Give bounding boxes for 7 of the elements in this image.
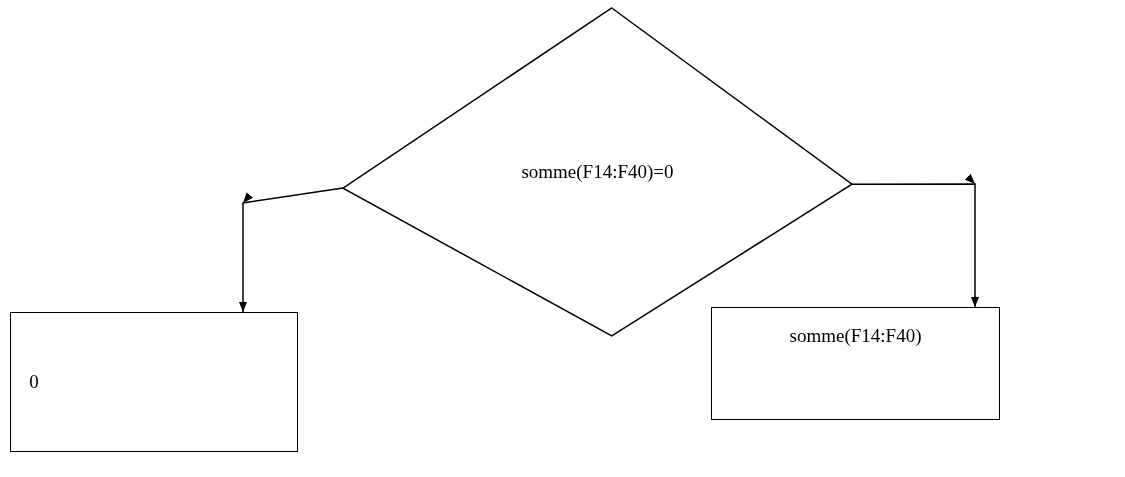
node-label: 0 bbox=[29, 371, 39, 393]
process-box bbox=[711, 307, 1000, 420]
arrow bbox=[239, 187, 344, 313]
arrow bbox=[851, 174, 979, 308]
node-label: somme(F14:F40)=0 bbox=[521, 161, 674, 183]
node-label: somme(F14:F40) bbox=[789, 324, 922, 347]
process-box bbox=[10, 312, 298, 452]
